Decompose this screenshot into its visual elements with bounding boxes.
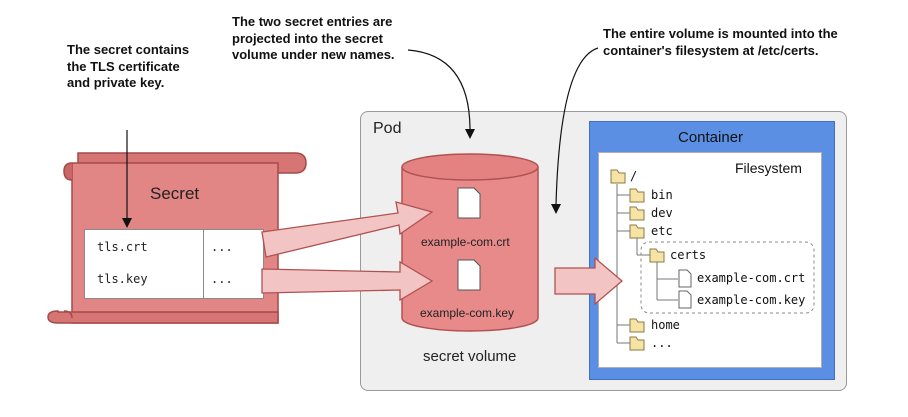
mounted-note: The entire volume is mounted into the co… — [603, 26, 838, 58]
tree-bin: bin — [651, 188, 673, 202]
projected-note: The two secret entries are projected int… — [232, 14, 395, 62]
tree-root: / — [630, 169, 638, 183]
tree-cert-file-crt: example-com.crt — [697, 271, 806, 285]
volume-file-crt: example-com.crt — [421, 235, 510, 249]
secret-entry-value-crt: ... — [211, 240, 233, 254]
projection-arrow-key — [261, 260, 434, 302]
container-title: Container — [678, 129, 744, 146]
filesystem-label: Filesystem — [735, 160, 802, 176]
tree-certs: certs — [670, 248, 707, 262]
secret-entry-key-crt: tls.crt — [97, 240, 148, 254]
tree-more: ... — [651, 336, 673, 350]
secret-entry-value-key: ... — [211, 272, 233, 286]
secret-table: tls.crt ... tls.key ... — [84, 229, 264, 299]
tree-cert-file-key: example-com.key — [697, 293, 806, 307]
mount-arrow — [554, 256, 624, 306]
secret-entry-key-key: tls.key — [97, 272, 148, 286]
volume-file-key: example-com.key — [420, 306, 515, 320]
pod-label: Pod — [373, 120, 402, 137]
mounted-note-pointer — [555, 47, 599, 206]
projection-arrow-crt — [261, 201, 434, 258]
tree-dev: dev — [651, 206, 673, 220]
tree-home: home — [651, 318, 680, 332]
volume-label: secret volume — [423, 348, 517, 365]
secret-note: The secret contains the TLS certificate … — [67, 42, 190, 90]
projected-note-pointer — [407, 49, 471, 131]
tree-etc: etc — [651, 224, 673, 238]
secret-title: Secret — [150, 184, 200, 203]
